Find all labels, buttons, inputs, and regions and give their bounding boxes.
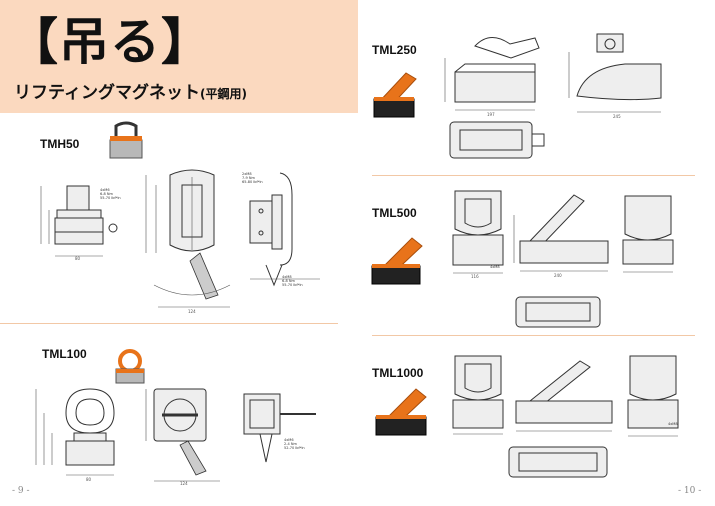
tml250-product-photo [373, 72, 417, 118]
header-banner [0, 0, 358, 113]
tml100-side-view [243, 393, 316, 463]
svg-text:116: 116 [471, 274, 479, 279]
page-number-right: - 10 - [678, 486, 702, 496]
tmh50-front-view: 80 [40, 185, 118, 261]
divider-right-2 [372, 335, 695, 336]
tml500-end-view [622, 195, 674, 273]
tml1000-front-view [452, 355, 504, 435]
model-label-tml1000: TML1000 [372, 366, 424, 380]
tmh50-top-view: 124 [145, 169, 231, 314]
tml100-bolt-note: 4xM6 2-4 Nm 52-70 lbf*in [284, 438, 305, 450]
tml500-bottom-view [515, 296, 601, 328]
divider-left [0, 323, 338, 324]
tml1000-product-photo [375, 388, 427, 436]
tmh50-bolt-note-2: 2xM8 7-9 Nm 65-80 lbf*in [242, 172, 263, 184]
tml100-product-photo [115, 349, 145, 384]
svg-text:124: 124 [180, 481, 188, 486]
subtitle-note: (平鋼用) [199, 87, 247, 101]
svg-text:240: 240 [554, 273, 562, 278]
svg-text:197: 197 [487, 112, 495, 117]
tmh50-product-photo [109, 121, 143, 159]
tml1000-side-view [515, 360, 613, 432]
page-title: 【吊る】 [8, 12, 212, 71]
page-subtitle: リフティングマグネット(平鋼用) [14, 78, 247, 103]
page-number-left: - 9 - [12, 486, 30, 496]
tml250-front-view: 245 [568, 33, 662, 119]
tml500-product-photo [371, 237, 423, 285]
model-label-tml100: TML100 [42, 347, 87, 361]
tml250-bottom-view [449, 121, 545, 159]
model-label-tmh50: TMH50 [40, 137, 80, 151]
tml100-front-view: 80 [35, 388, 115, 482]
subtitle-main: リフティングマグネット [14, 83, 200, 103]
tmh50-bolt-note-3: 4xM8 6-8 Nm 55-70 lbf*in [282, 275, 303, 287]
model-label-tml250: TML250 [372, 43, 417, 57]
tml500-bolt-note: 4xM8 [490, 265, 500, 269]
svg-text:80: 80 [86, 477, 92, 482]
tml250-side-view: 197 [444, 37, 540, 117]
model-label-tml500: TML500 [372, 206, 417, 220]
tml1000-bottom-view [508, 446, 608, 478]
tmh50-bolt-note: 4xM6 6-8 Nm 55-70 lbf*in [100, 188, 121, 200]
svg-text:245: 245 [613, 114, 621, 119]
divider-right-1 [372, 175, 695, 176]
tml1000-end-view [627, 355, 679, 437]
svg-text:80: 80 [75, 256, 81, 261]
svg-text:124: 124 [188, 309, 196, 314]
tmh50-side-view [249, 172, 320, 287]
tml500-side-view: 240 [513, 194, 609, 278]
tml1000-bolt-note: 4xM8 [668, 422, 678, 426]
tml100-top-view: 124 [145, 388, 220, 486]
tml500-front-view: 116 [452, 190, 504, 279]
